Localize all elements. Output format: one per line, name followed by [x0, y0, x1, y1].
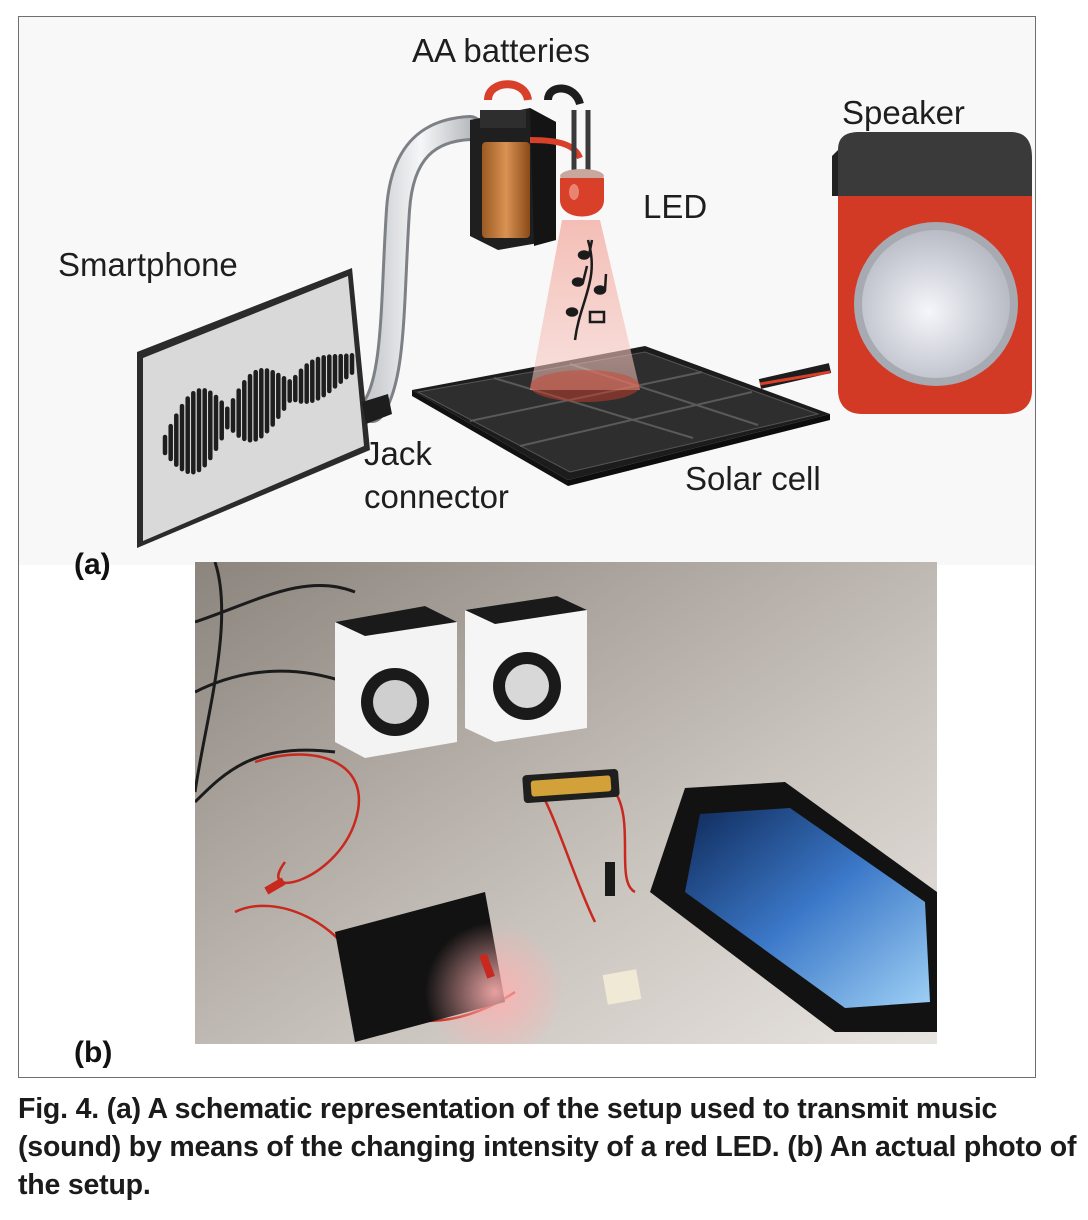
panel-a-label: (a)	[74, 548, 111, 581]
callout-speaker: Speaker	[842, 94, 965, 131]
callout-aa-batteries: AA batteries	[412, 32, 590, 69]
music-notes-icon	[565, 239, 608, 341]
speaker	[832, 132, 1032, 414]
jack-plug	[362, 394, 392, 424]
schematic-diagram: AA batteries Speaker LED Smartphone Jack…	[19, 17, 1035, 565]
led	[560, 110, 604, 217]
callout-smartphone: Smartphone	[58, 246, 238, 283]
photo-speaker-left	[335, 606, 457, 758]
callout-led: LED	[643, 188, 707, 225]
callout-jack: Jack	[364, 435, 432, 472]
solar-cell	[412, 346, 830, 486]
figure-caption: Fig. 4. (a) A schematic representation o…	[18, 1093, 1077, 1201]
waveform	[162, 353, 355, 475]
cable-tube	[362, 118, 480, 420]
panel-b-label: (b)	[74, 1036, 113, 1069]
callout-solar-cell: Solar cell	[685, 460, 821, 497]
speaker-cable-red	[759, 370, 831, 386]
photo-speaker-right	[465, 596, 587, 742]
setup-photo	[195, 562, 937, 1044]
light-beam	[530, 220, 640, 390]
light-spot	[530, 370, 640, 402]
smartphone	[137, 268, 370, 548]
callout-connector: connector	[364, 478, 509, 515]
battery-holder	[470, 80, 584, 250]
